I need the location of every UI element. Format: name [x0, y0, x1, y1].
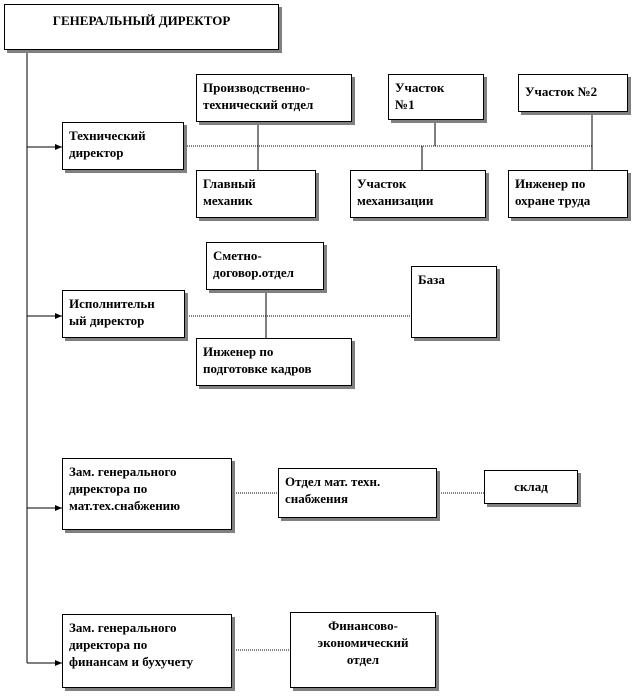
- technical-director-box: Технический директор: [62, 122, 184, 170]
- mechanization-site-box: Участок механизации: [350, 170, 486, 218]
- estimate-dept-box: Сметно- договор.отдел: [206, 242, 324, 290]
- executive-director-box: Исполнительн ый директор: [62, 290, 185, 338]
- hr-engineer-box: Инженер по подготовке кадров: [196, 338, 352, 386]
- deputy-finance-box: Зам. генерального директора по финансам …: [62, 614, 232, 688]
- supply-dept-box: Отдел мат. техн. снабжения: [278, 468, 437, 518]
- safety-engineer-box: Инженер по охране труда: [508, 170, 628, 218]
- deputy-supply-box: Зам. генерального директора по мат.тех.с…: [62, 458, 232, 530]
- warehouse-box: склад: [484, 470, 578, 504]
- base-box: База: [411, 266, 497, 338]
- site-2-box: Участок №2: [518, 74, 628, 112]
- finance-dept-box: Финансово- экономический отдел: [290, 612, 436, 688]
- chief-mechanic-box: Главный механик: [196, 170, 316, 218]
- site-1-box: Участок №1: [388, 74, 484, 120]
- general-director-box: ГЕНЕРАЛЬНЫЙ ДИРЕКТОР: [4, 4, 279, 50]
- production-dept-box: Производственно- технический отдел: [196, 74, 352, 122]
